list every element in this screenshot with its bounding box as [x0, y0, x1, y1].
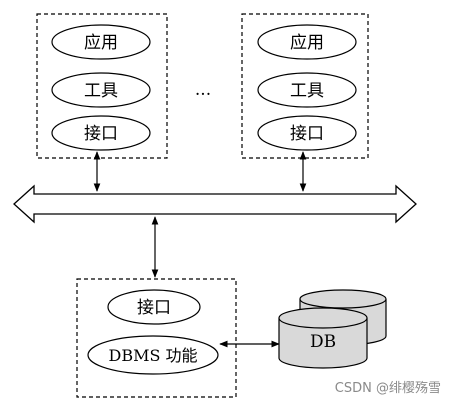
ellipsis-text: ...: [195, 80, 211, 100]
network-bus-arrow: [13, 184, 417, 224]
left-tool-node: 工具: [51, 72, 151, 108]
server-interface-node: 接口: [107, 289, 201, 325]
left-app-label: 应用: [84, 33, 118, 53]
left-client-box: 应用 工具 接口: [36, 13, 168, 159]
right-app-node: 应用: [257, 24, 357, 60]
right-tool-label: 工具: [290, 81, 324, 101]
right-client-box: 应用 工具 接口: [241, 13, 369, 159]
dbms-function-label: DBMS 功能: [108, 346, 197, 365]
watermark-text: CSDN @绯樱殇雪: [335, 380, 441, 396]
database-label: DB: [310, 332, 336, 352]
left-tool-label: 工具: [84, 81, 118, 101]
right-tool-node: 工具: [257, 72, 357, 108]
left-interface-label: 接口: [84, 124, 118, 144]
left-interface-node: 接口: [51, 115, 151, 151]
right-app-label: 应用: [290, 33, 324, 53]
right-interface-node: 接口: [257, 115, 357, 151]
left-app-node: 应用: [51, 24, 151, 60]
database-cylinder: DB: [278, 289, 387, 369]
dbms-function-node: DBMS 功能: [87, 335, 219, 375]
server-interface-label: 接口: [137, 298, 171, 318]
server-box: 接口 DBMS 功能: [76, 278, 237, 398]
right-interface-label: 接口: [290, 124, 324, 144]
